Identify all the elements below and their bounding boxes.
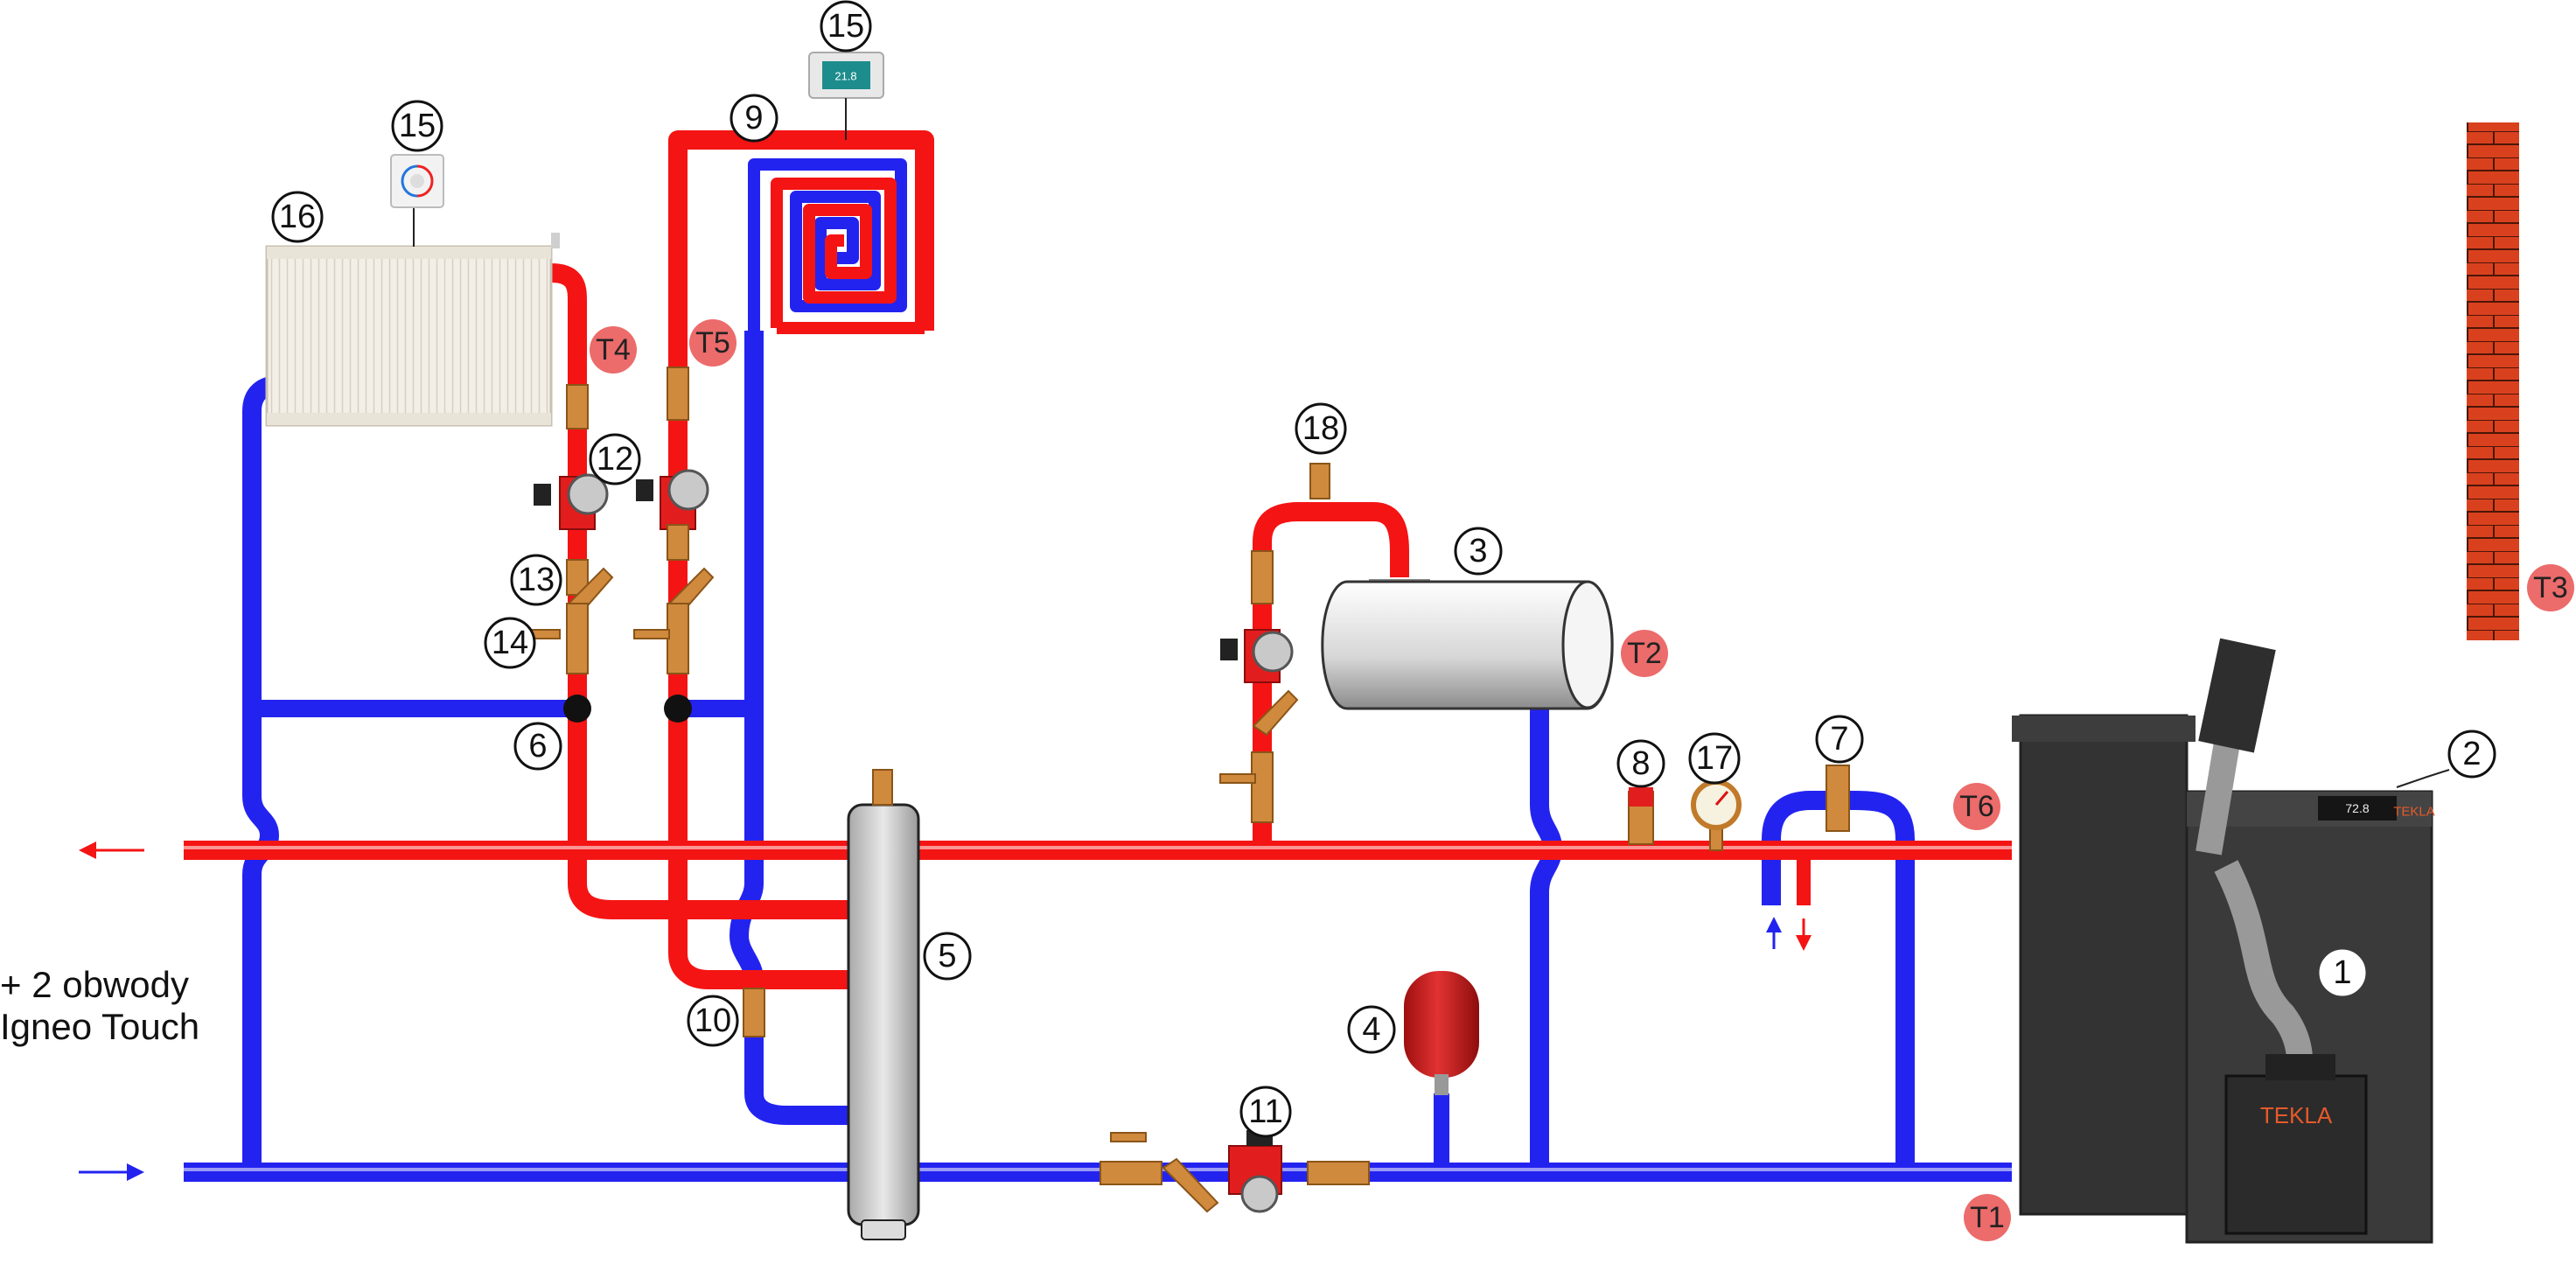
thermostatic-valve-icon [1826, 765, 1850, 832]
callout-17: 17 [1688, 732, 1741, 785]
callout-10-label: 10 [695, 1002, 731, 1039]
callout-12: 12 [589, 433, 641, 485]
callout-14: 14 [484, 617, 536, 669]
ball-valve-icon [1219, 773, 1256, 784]
callout-3-label: 3 [1469, 533, 1487, 569]
circulation-pump-icon [1220, 629, 1294, 683]
callout-4-label: 4 [1362, 1011, 1380, 1048]
strainer-icon [1162, 1157, 1219, 1213]
touch-thermostat-icon: 21.8 [808, 52, 884, 140]
air-vent-icon [1309, 463, 1330, 499]
hydraulic-separator-icon [847, 769, 920, 1240]
side-label-line1: + 2 obwody [0, 964, 189, 1005]
floor-heating-coil-icon [748, 140, 931, 334]
callout-13: 13 [510, 554, 562, 606]
callout-5-label: 5 [938, 938, 956, 974]
callout-18-label: 18 [1302, 410, 1339, 447]
side-label-line2: Igneo Touch [0, 1006, 199, 1047]
callout-18: 18 [1295, 402, 1347, 455]
sensor-t6-label: T6 [1959, 790, 1994, 823]
pressure-gauge-icon [1691, 779, 1742, 851]
circulation-pump-icon [636, 469, 709, 530]
sensor-t3-label: T3 [2533, 571, 2568, 604]
callout-15b: 15 [820, 0, 872, 52]
number-callouts: 1 2 3 4 5 6 7 8 9 10 11 12 13 14 15 15 1… [271, 0, 2496, 1138]
check-valve-icon [563, 695, 591, 723]
callout-1-label: 1 [2333, 954, 2351, 991]
sensor-t1-label: T1 [1970, 1201, 2005, 1234]
callout-9: 9 [730, 94, 778, 143]
sensor-t4: T4 [590, 326, 637, 374]
ball-valve-icon [1110, 1132, 1147, 1142]
sensor-t3: T3 [2527, 564, 2574, 611]
callout-16-label: 16 [279, 199, 316, 235]
circulation-pump-icon [534, 473, 609, 530]
callout-12-label: 12 [597, 441, 633, 478]
callout-8: 8 [1616, 739, 1665, 788]
sensor-t2: T2 [1621, 630, 1668, 677]
callout-3: 3 [1454, 527, 1503, 576]
callout-2: 2 [2447, 730, 2496, 779]
callout-8-label: 8 [1631, 745, 1650, 782]
callout-7: 7 [1815, 715, 1864, 764]
callout-15b-label: 15 [827, 8, 864, 45]
sensor-t5: T5 [689, 319, 736, 367]
sensor-callouts: T1 T2 T3 T4 T5 T6 [590, 319, 2574, 1241]
callout-4: 4 [1347, 1005, 1396, 1054]
callout-10: 10 [687, 995, 739, 1047]
sensor-t4-label: T4 [596, 333, 631, 367]
callout-6: 6 [513, 722, 562, 771]
check-valve-icon [664, 695, 692, 723]
boiler-display: 72.8 [2345, 801, 2369, 815]
circulation-pump-icon [1228, 1130, 1282, 1213]
callout-6-label: 6 [528, 728, 547, 765]
callout-7-label: 7 [1830, 721, 1848, 758]
sensor-t1: T1 [1964, 1194, 2011, 1241]
callout-1: 1 [2319, 949, 2366, 996]
callout-11-label: 11 [1248, 1093, 1282, 1130]
pellet-boiler-icon: 72.8 TEKLA TEKLA [2012, 638, 2435, 1244]
flow-arrow-icon [79, 842, 1812, 1181]
pipe-highlights [184, 846, 2012, 1171]
callout-14-label: 14 [492, 625, 528, 661]
buffer-tank-icon [1321, 579, 1614, 710]
callout-9-label: 9 [744, 100, 763, 136]
sensor-t2-label: T2 [1627, 637, 1662, 670]
callout-11: 11 [1239, 1086, 1292, 1138]
callout-16: 16 [271, 191, 324, 243]
callout-2-label: 2 [2462, 736, 2481, 772]
radiator-icon [265, 203, 560, 427]
callout-15a: 15 [391, 100, 443, 152]
callout-13-label: 13 [518, 562, 555, 598]
expansion-vessel-icon [1404, 971, 1479, 1095]
sensor-t6: T6 [1953, 783, 2000, 830]
strainer-icon [1252, 689, 1299, 737]
callout-17-label: 17 [1696, 740, 1733, 777]
brick-chimney-icon [2467, 122, 2519, 640]
callout-5: 5 [923, 932, 972, 981]
ball-valve-icon [633, 629, 670, 639]
callout-15a-label: 15 [399, 108, 436, 144]
boiler-brand: TEKLA [2393, 805, 2435, 820]
room-thermostat-icon [390, 154, 444, 208]
thermostat-display: 21.8 [834, 70, 856, 83]
sensor-t5-label: T5 [695, 326, 730, 360]
feeder-brand: TEKLA [2260, 1102, 2333, 1128]
brass-fittings [524, 367, 1850, 1213]
supply-pipes [184, 130, 2012, 989]
